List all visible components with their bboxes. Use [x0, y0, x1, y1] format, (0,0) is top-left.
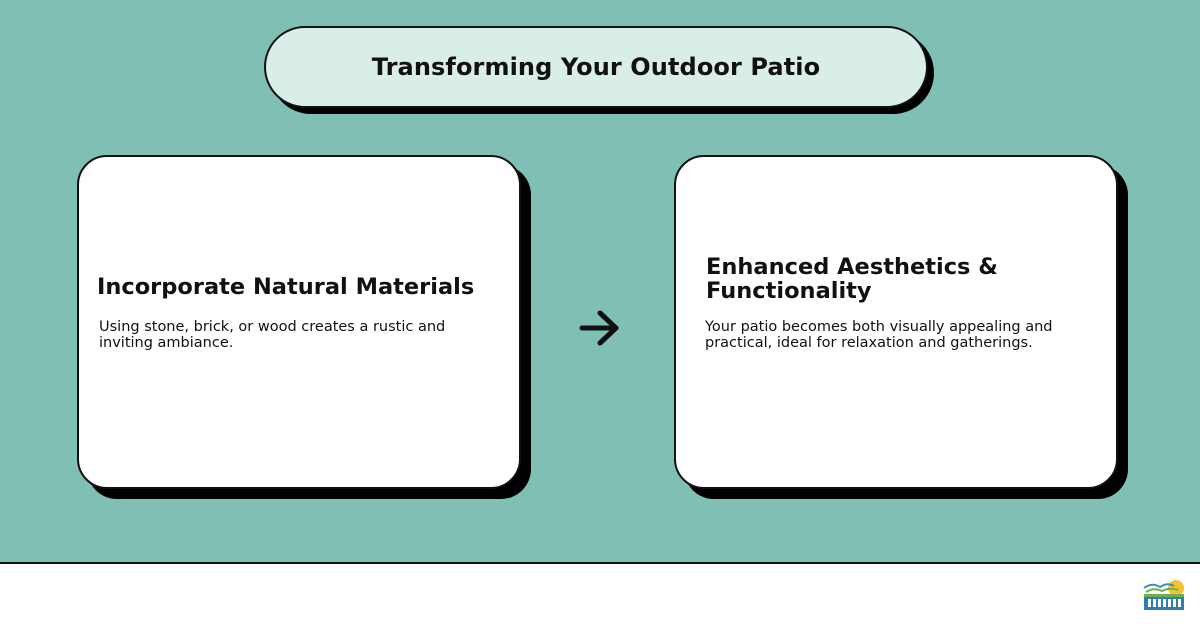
arrow-right-icon	[579, 310, 619, 346]
brand-logo-icon	[1143, 580, 1184, 610]
effect-card-body: Your patio becomes both visually appeali…	[705, 319, 1053, 351]
title-banner: Transforming Your Outdoor Patio	[264, 26, 928, 108]
cause-card: Incorporate Natural Materials Using ston…	[77, 155, 521, 489]
effect-card: Enhanced Aesthetics & Functionality Your…	[674, 155, 1118, 489]
page-title: Transforming Your Outdoor Patio	[371, 53, 821, 81]
effect-card-heading: Enhanced Aesthetics & Functionality	[706, 254, 998, 304]
cause-card-body: Using stone, brick, or wood creates a ru…	[99, 319, 446, 351]
diagram-canvas: Transforming Your Outdoor Patio Incorpor…	[0, 0, 1200, 564]
cause-card-heading: Incorporate Natural Materials	[97, 274, 475, 300]
